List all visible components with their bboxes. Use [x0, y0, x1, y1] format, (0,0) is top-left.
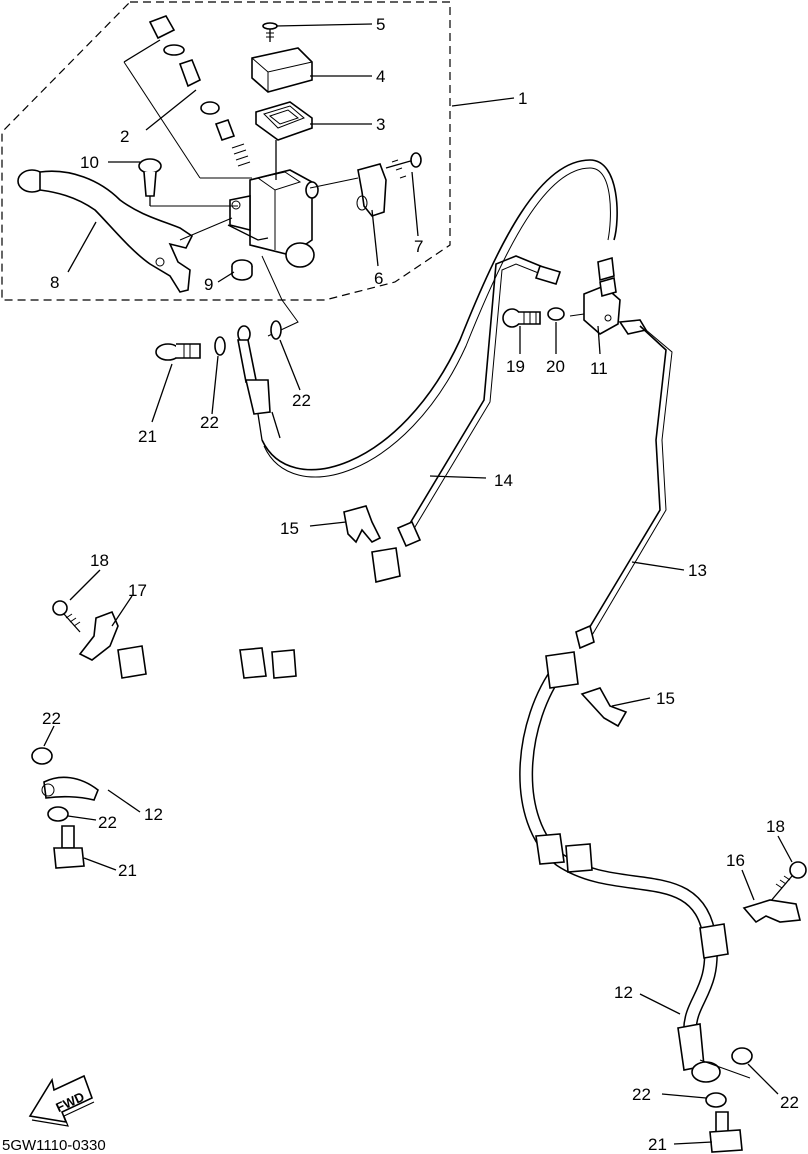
- callout-18: 18: [90, 551, 109, 570]
- upper-brake-hose: [261, 159, 618, 471]
- diagram-code: 5GW1110-0330: [2, 1137, 106, 1154]
- callout-12: 12: [144, 805, 163, 824]
- callout-15: 15: [656, 689, 675, 708]
- upper-hose-banjo: [237, 255, 299, 441]
- piston-kit-part-2: [123, 15, 252, 179]
- hose-clip-part-16: [742, 899, 802, 924]
- handlebar-clamp-part-6: [309, 163, 387, 217]
- bracket-part-15: [343, 505, 382, 544]
- union-bolt-part-21: [709, 1111, 743, 1153]
- bracket-part-15: [580, 687, 628, 728]
- callout-17: 17: [128, 581, 147, 600]
- callout-22: 22: [42, 709, 61, 728]
- left-brake-hose-part-12: [41, 547, 401, 801]
- callout-4: 4: [376, 67, 385, 86]
- callout-19: 19: [506, 357, 525, 376]
- callout-20: 20: [546, 357, 565, 376]
- brake-joint-part-11: [569, 256, 648, 335]
- reservoir-cap-part-4: [251, 47, 313, 93]
- callout-6: 6: [374, 269, 383, 288]
- callout-12: 12: [614, 983, 633, 1002]
- copper-washer-part-22: [31, 747, 53, 765]
- clamp-bolt-part-7: [385, 152, 422, 179]
- copper-washer-part-22: [705, 1092, 727, 1108]
- callout-9: 9: [204, 275, 213, 294]
- bolt-part-18: [52, 600, 81, 633]
- callout-22: 22: [780, 1093, 799, 1112]
- callout-16: 16: [726, 851, 745, 870]
- callout-22: 22: [98, 813, 117, 832]
- copper-washer-part-22: [47, 806, 69, 822]
- callout-18: 18: [766, 817, 785, 836]
- brake-pipe-part-14: [396, 255, 562, 548]
- callout-21: 21: [648, 1135, 667, 1154]
- callout-13: 13: [688, 561, 707, 580]
- callout-7: 7: [414, 237, 423, 256]
- master-cylinder-body: [227, 140, 319, 268]
- copper-washer-part-22: [214, 336, 226, 356]
- callout-10: 10: [80, 153, 99, 172]
- callout-3: 3: [376, 115, 385, 134]
- callout-5: 5: [376, 15, 385, 34]
- fwd-arrow-icon: FWD: [28, 1074, 95, 1127]
- callout-11: 11: [590, 359, 608, 378]
- right-brake-hose-part-12: [519, 651, 751, 1083]
- callout-8: 8: [50, 273, 59, 292]
- callouts: 5 4 1 3 2 10 7 8 9 6 19 20 11 21 22 22 1…: [42, 15, 799, 1154]
- union-bolt-part-21: [155, 343, 201, 361]
- bolt-part-19: [502, 308, 541, 328]
- upper-brake-hose-inner: [263, 167, 611, 478]
- union-bolt-part-21: [53, 825, 85, 869]
- brake-lever-part-8: [17, 169, 233, 293]
- callout-22: 22: [632, 1085, 651, 1104]
- callout-21: 21: [118, 861, 137, 880]
- callout-2: 2: [120, 127, 129, 146]
- bushing-part-9: [231, 259, 253, 281]
- copper-washer-part-22: [270, 320, 282, 340]
- callout-22: 22: [200, 413, 219, 432]
- callout-22: 22: [292, 391, 311, 410]
- hose-clip-part-17: [78, 610, 119, 661]
- washer-part-20: [547, 307, 565, 321]
- callout-14: 14: [494, 471, 513, 490]
- screw-part-5: [262, 22, 278, 42]
- pivot-bolt-part-10: [138, 158, 238, 207]
- copper-washer-part-22: [731, 1047, 753, 1065]
- brake-pipe-part-13: [575, 325, 673, 650]
- callout-21: 21: [138, 427, 157, 446]
- assembly-boundary: [1, 1, 451, 301]
- callout-1: 1: [518, 89, 527, 108]
- diaphragm-part-3: [255, 101, 313, 141]
- callout-15: 15: [280, 519, 299, 538]
- bolt-part-18: [769, 861, 807, 903]
- leader-lines: [43, 23, 793, 1145]
